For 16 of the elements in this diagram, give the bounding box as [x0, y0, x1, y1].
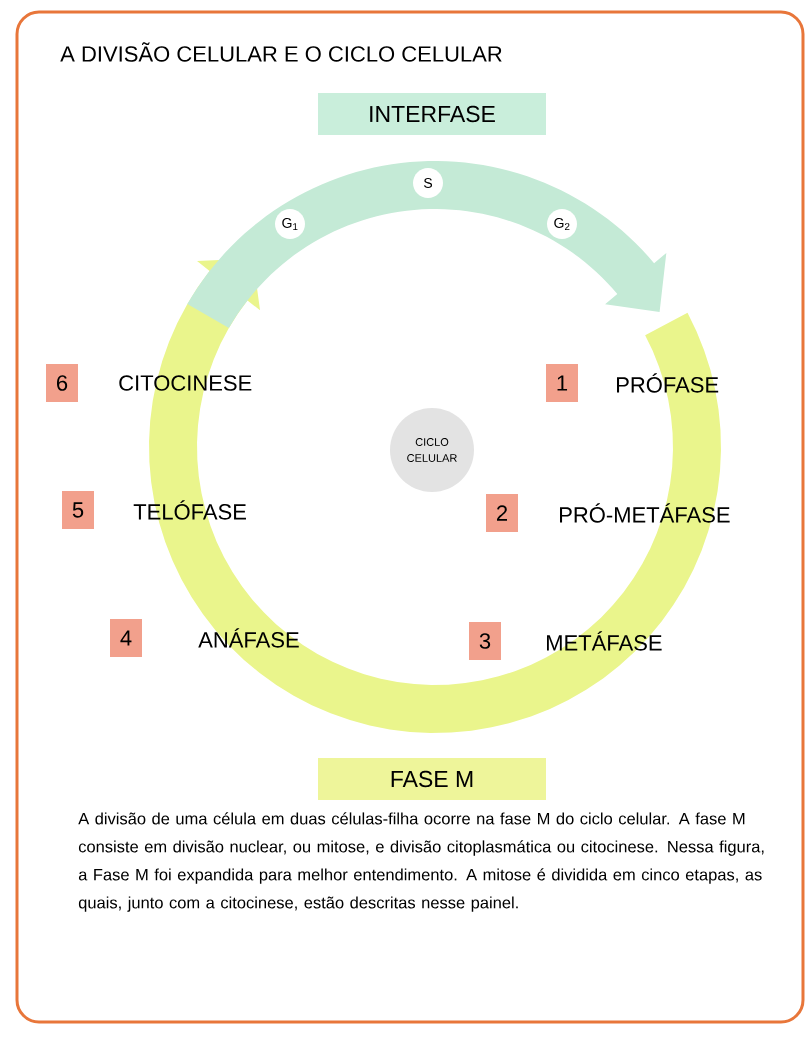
phase-name: ANÁFASE	[198, 628, 299, 648]
phase-name: PRÓ-METÁFASE	[560, 503, 730, 523]
caption: A divisão de uma célula em duas células-filha ocorre na fase M do ciclo celular. A fase M consiste em divisão nuclear, ou mitose, e divisão citoplasmática ou citocinese. Nessa figura, a Fase M foi expandida para melhor entendimento. A mitose é dividida em cinco etapas, as quais, junto com a citocinese, estão descritas nesse painel.	[78, 812, 764, 912]
phase-name: METÁFASE	[547, 631, 662, 651]
phase-name: TELÓFASE	[133, 500, 246, 520]
number-box: 6	[46, 364, 78, 402]
phase-name: PRÓFASE	[617, 373, 719, 393]
phase-band: INTERFASE	[318, 93, 546, 135]
number-box: 3	[469, 622, 501, 660]
number-box: 2	[486, 494, 518, 532]
phase-band: FASE M	[318, 758, 546, 800]
number-box: 1	[546, 364, 578, 402]
number-box: 5	[62, 491, 94, 529]
phase-name: CITOCINESE	[119, 375, 252, 391]
title: A DIVISÃO CELULAR E O CICLO CELULAR	[60, 42, 502, 62]
number-box: 4	[110, 619, 142, 657]
